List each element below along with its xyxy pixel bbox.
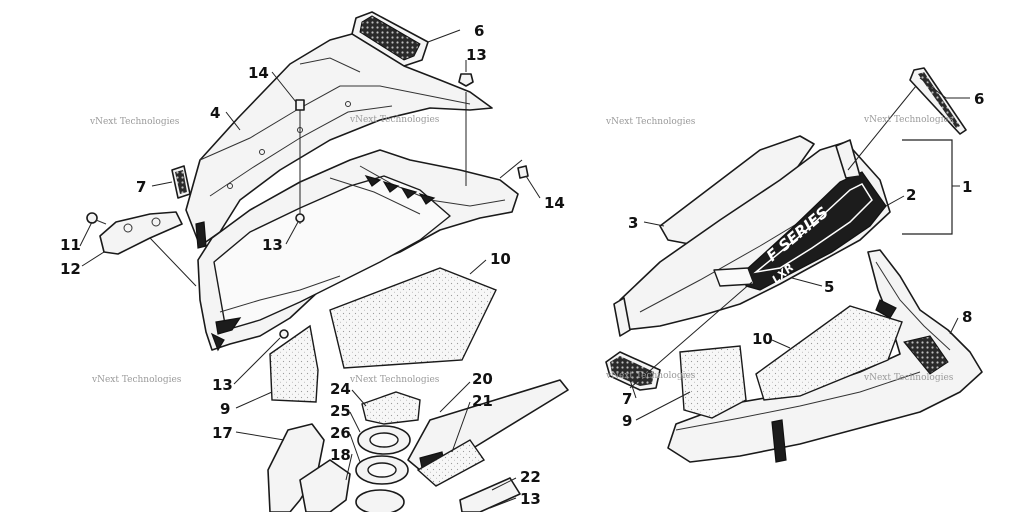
callout-20: 20 bbox=[472, 370, 493, 388]
callout-6-right: 6 bbox=[974, 90, 984, 108]
callout-10-left: 10 bbox=[490, 250, 511, 268]
vent-piece-right bbox=[909, 67, 967, 135]
callout-24: 24 bbox=[330, 380, 351, 398]
callout-4: 4 bbox=[210, 104, 220, 122]
callout-5: 5 bbox=[824, 278, 834, 296]
callout-17: 17 bbox=[212, 424, 233, 442]
vent-grille-right bbox=[605, 351, 661, 391]
callout-9-right: 9 bbox=[622, 412, 632, 430]
duct-boot-18 bbox=[299, 459, 351, 512]
callout-22: 22 bbox=[520, 468, 541, 486]
plate-22 bbox=[459, 477, 521, 512]
callout-2: 2 bbox=[906, 186, 916, 204]
callout-3: 3 bbox=[628, 214, 638, 232]
fastener-stack bbox=[295, 99, 305, 224]
svg-text:vNext Technologies: vNext Technologies bbox=[89, 117, 180, 127]
leader-lines-left bbox=[79, 29, 541, 509]
nut-13-lower bbox=[279, 329, 289, 339]
callout-13-mid: 13 bbox=[262, 236, 283, 254]
callout-11: 11 bbox=[60, 236, 81, 254]
svg-text:vNext Technologies: vNext Technologies bbox=[605, 371, 696, 381]
callout-10-right: 10 bbox=[752, 330, 773, 348]
callout-13-bottom: 13 bbox=[520, 490, 541, 508]
hood-upper-panel bbox=[185, 33, 493, 249]
callout-26: 26 bbox=[330, 424, 351, 442]
callout-9-left: 9 bbox=[220, 400, 230, 418]
foam-pad-left bbox=[269, 324, 319, 403]
filter-24 bbox=[361, 391, 421, 425]
side-panel-2: F SERIES LXR bbox=[613, 139, 891, 337]
svg-text:vNext Technologies: vNext Technologies bbox=[349, 115, 440, 125]
watermarks: vNext Technologies vNext Technologies vN… bbox=[89, 115, 954, 385]
callout-13-lower: 13 bbox=[212, 376, 233, 394]
svg-text:vNext Technologies: vNext Technologies bbox=[863, 115, 954, 125]
callout-7-right: 7 bbox=[622, 390, 632, 408]
insulation-pad-left bbox=[329, 267, 497, 369]
svg-text:vNext Technologies: vNext Technologies bbox=[91, 375, 182, 385]
side-vent-small bbox=[171, 165, 191, 199]
callout-1: 1 bbox=[962, 178, 972, 196]
fastener-right bbox=[458, 73, 529, 186]
svg-text:vNext Technologies: vNext Technologies bbox=[349, 375, 440, 385]
callout-8: 8 bbox=[962, 308, 972, 326]
insulation-pad-right bbox=[755, 305, 903, 401]
callout-18: 18 bbox=[330, 446, 351, 464]
svg-text:vNext Technologies: vNext Technologies bbox=[605, 117, 696, 127]
leader-lines-right bbox=[629, 77, 970, 421]
callout-25: 25 bbox=[330, 402, 351, 420]
svg-text:vNext Technologies: vNext Technologies bbox=[863, 373, 954, 383]
series-graphic bbox=[745, 171, 887, 291]
callout-14-top: 14 bbox=[248, 64, 269, 82]
callout-labels: 6 13 14 4 7 14 13 11 12 10 13 9 17 24 25… bbox=[60, 22, 984, 508]
callout-13-top: 13 bbox=[466, 46, 487, 64]
callout-12: 12 bbox=[60, 260, 81, 278]
belly-pan bbox=[197, 149, 519, 352]
foam-pad-right bbox=[679, 345, 747, 419]
callout-21: 21 bbox=[472, 392, 493, 410]
callout-7-left: 7 bbox=[136, 178, 146, 196]
callout-14-right: 14 bbox=[544, 194, 565, 212]
screw-11 bbox=[86, 212, 107, 225]
side-bracket bbox=[99, 211, 183, 255]
callout-6-left: 6 bbox=[474, 22, 484, 40]
